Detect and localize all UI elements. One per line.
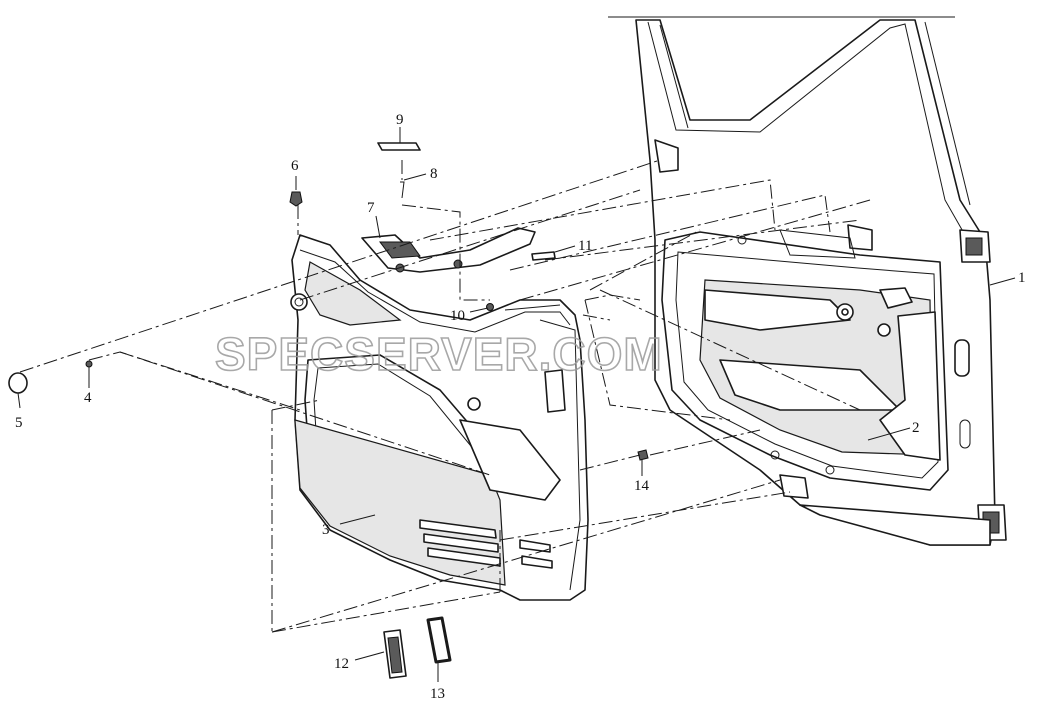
- part-5-plug: [8, 372, 28, 394]
- part-7-armrest-bracket: [361, 227, 536, 273]
- part-13-bezel: [426, 616, 452, 664]
- callout-6: 6: [291, 158, 299, 174]
- door-frame: [635, 19, 1007, 546]
- callout-2: 2: [912, 420, 920, 436]
- part-4-screw: [85, 360, 93, 368]
- part-10-clip: [486, 303, 494, 311]
- callout-5: 5: [15, 415, 23, 431]
- callout-1: 1: [1018, 270, 1026, 286]
- leader-lines: [17, 127, 1016, 682]
- callout-4: 4: [84, 390, 92, 406]
- callout-3: 3: [322, 522, 330, 538]
- door-trim-panel: [290, 234, 589, 601]
- assembly-lines: [19, 159, 871, 633]
- callout-8: 8: [430, 166, 438, 182]
- callout-9: 9: [396, 112, 404, 128]
- callout-7: 7: [367, 200, 375, 216]
- part-8-screw: [400, 181, 405, 199]
- part-6-clip: [289, 191, 303, 207]
- callout-14: 14: [634, 478, 650, 494]
- callout-13: 13: [430, 686, 445, 702]
- callout-labels: 1 2 3 4 5 6 7 8 9 10 11 12 13 14: [15, 112, 1026, 702]
- watermark: SPECSERVER.COM: [215, 328, 663, 380]
- callout-10: 10: [450, 308, 465, 324]
- callout-12: 12: [334, 656, 349, 672]
- part-12-switch: [383, 629, 407, 679]
- part-11-bracket: [531, 251, 556, 261]
- callout-11: 11: [578, 238, 592, 254]
- part-9-pad: [377, 142, 421, 151]
- part-14-clip: [637, 449, 649, 461]
